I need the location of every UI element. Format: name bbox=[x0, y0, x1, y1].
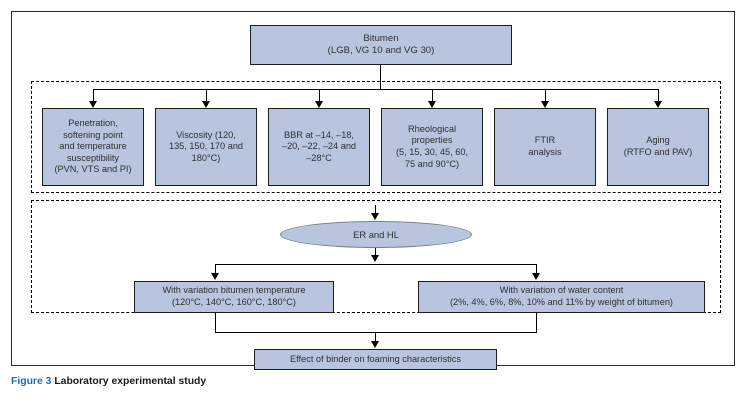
connector-into-ellipse bbox=[375, 205, 377, 214]
connector-branch-5 bbox=[545, 89, 547, 102]
connector-foaming-branch-right bbox=[536, 264, 538, 275]
connector-branch-4 bbox=[432, 89, 434, 102]
node-viscosity[interactable]: Viscosity (120, 135, 150, 170 and 180°C) bbox=[155, 108, 257, 186]
arrowhead-branch-5 bbox=[541, 101, 550, 108]
arrowhead-branch-3 bbox=[315, 101, 324, 108]
group-binder-characterisation bbox=[31, 81, 721, 193]
connector-out-of-ellipse bbox=[375, 248, 377, 258]
connector-merge-right bbox=[536, 313, 538, 333]
node-effect-of-binder[interactable]: Effect of binder on foaming characterist… bbox=[254, 349, 497, 370]
node-variation-bitumen-temperature[interactable]: With variation bitumen temperature (120°… bbox=[134, 281, 334, 313]
node-rheological-properties[interactable]: Rheological properties (5, 15, 30, 45, 6… bbox=[381, 108, 483, 186]
connector-branch-1 bbox=[93, 89, 95, 102]
arrowhead-foaming-right bbox=[532, 273, 541, 280]
node-variation-water-content[interactable]: With variation of water content (2%, 4%,… bbox=[418, 281, 705, 313]
arrowhead-branch-4 bbox=[428, 101, 437, 108]
connector-branch-3 bbox=[319, 89, 321, 102]
arrowhead-foaming-left bbox=[211, 273, 220, 280]
arrowhead-branch-1 bbox=[89, 101, 98, 108]
node-bbr[interactable]: BBR at –14, –18, –20, –22, –24 and –28°C bbox=[268, 108, 370, 186]
figure-caption: Figure 3 Laboratory experimental study bbox=[11, 376, 206, 387]
node-er-and-hl[interactable]: ER and HL bbox=[280, 221, 472, 248]
connector-merge-left bbox=[215, 313, 217, 333]
connector-merge-stem bbox=[375, 332, 377, 343]
arrowhead-out-of-ellipse bbox=[371, 255, 380, 262]
arrowhead-branch-2 bbox=[202, 101, 211, 108]
node-ftir-analysis[interactable]: FTIR analysis bbox=[494, 108, 596, 186]
figure-caption-label: Figure 3 bbox=[11, 376, 52, 387]
figure-frame: Bitumen (LGB, VG 10 and VG 30) Penetrati… bbox=[11, 11, 735, 370]
connector-foaming-branch-left bbox=[215, 264, 217, 275]
arrowhead-branch-6 bbox=[654, 101, 663, 108]
node-aging[interactable]: Aging (RTFO and PAV) bbox=[607, 108, 709, 186]
connector-branch-2 bbox=[206, 89, 208, 102]
connector-bus-foaming bbox=[215, 264, 537, 266]
connector-root-stem bbox=[380, 65, 382, 90]
arrowhead-into-ellipse bbox=[371, 213, 380, 220]
connector-branch-6 bbox=[658, 89, 660, 102]
group-foaming-parameters bbox=[31, 200, 721, 313]
node-penetration-softening-point[interactable]: Penetration, softening point and tempera… bbox=[42, 108, 144, 186]
figure-caption-text: Laboratory experimental study bbox=[54, 376, 207, 387]
node-bitumen[interactable]: Bitumen (LGB, VG 10 and VG 30) bbox=[250, 25, 512, 65]
connector-bus-top bbox=[93, 89, 658, 91]
arrowhead-outcome bbox=[371, 341, 380, 348]
